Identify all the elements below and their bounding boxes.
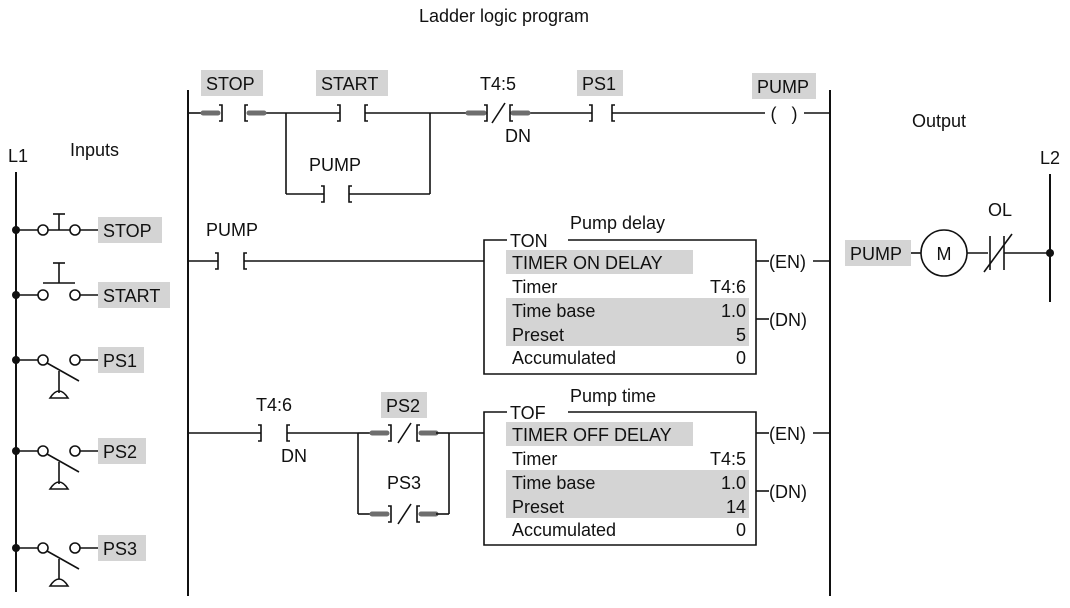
rung-2: PUMP Pump delay TON TIMER ON DELAY Timer… [188,213,830,375]
tof-preset-label: Preset [512,497,564,517]
input-ps3-label: PS3 [103,539,137,559]
rung1-pump-seal-branch: PUMP [285,113,431,203]
rung1-ps1-contact: PS1 [577,70,623,122]
tof-block-title: TIMER OFF DELAY [512,425,672,445]
overload-label: OL [988,200,1012,220]
ton-accumulated-value: 0 [736,348,746,368]
diagram-title: Ladder logic program [419,6,589,26]
rung1-t45-label: T4:5 [480,74,516,94]
ton-timer-label: Timer [512,277,557,297]
input-ps3: PS3 [12,535,146,587]
tof-preset-value: 14 [726,497,746,517]
output-circuit: PUMP M OL [845,200,1054,277]
ton-block-type: TON [510,231,548,251]
input-ps1: PS1 [12,347,144,399]
input-ps2: PS2 [12,438,146,490]
ton-preset-value: 5 [736,325,746,345]
rung2-pump-label: PUMP [206,220,258,240]
input-start: START [12,262,170,308]
rung1-ps1-label: PS1 [582,74,616,94]
rung3-t46-label: T4:6 [256,395,292,415]
rung1-coil-label: PUMP [757,77,809,97]
rung1-pump-seal-label: PUMP [309,155,361,175]
rung1-pump-coil: PUMP ( ) [752,73,816,124]
motor-label: M [937,244,952,264]
inputs-heading: Inputs [70,140,119,160]
ton-timebase-value: 1.0 [721,301,746,321]
input-stop-label: STOP [103,221,152,241]
ton-timer-value: T4:6 [710,277,746,297]
ton-block-title: TIMER ON DELAY [512,253,663,273]
rung2-pump-contact: PUMP [206,220,258,270]
ton-block: Pump delay TON TIMER ON DELAY Timer T4:6… [483,213,757,375]
input-ps2-label: PS2 [103,442,137,462]
rail-label-l2: L2 [1040,148,1060,168]
tof-dn-output: (DN) [769,482,807,502]
ton-en-output: (EN) [769,252,806,272]
tof-timebase-label: Time base [512,473,595,493]
tof-accumulated-label: Accumulated [512,520,616,540]
ton-timebase-label: Time base [512,301,595,321]
rung3-ps3-label: PS3 [387,473,421,493]
rung3-ps2-label: PS2 [386,396,420,416]
tof-timebase-value: 1.0 [721,473,746,493]
tof-block-type: TOF [510,403,546,423]
ton-preset-label: Preset [512,325,564,345]
rung3-ps3-contact: PS3 [358,473,449,525]
tof-timer-label: Timer [512,449,557,469]
tof-block-caption: Pump time [570,386,656,406]
rung-1: STOP START PUMP T4:5 [188,70,830,203]
tof-en-output: (EN) [769,424,806,444]
input-stop: STOP [12,213,162,243]
rung1-t45-contact: T4:5 DN [465,74,531,146]
tof-timer-value: T4:5 [710,449,746,469]
output-pump-label: PUMP [850,244,902,264]
rung1-stop-contact: STOP [200,70,267,122]
tof-accumulated-value: 0 [736,520,746,540]
ton-block-caption: Pump delay [570,213,665,233]
rung3-ps2-contact: PS2 [358,392,449,444]
rung1-coil-symbol: ( ) [771,104,798,124]
rail-label-l1: L1 [8,146,28,166]
rung1-t45-dn-label: DN [505,126,531,146]
rung1-start-contact: START [316,70,388,122]
rung3-t46-dn-label: DN [281,446,307,466]
output-heading: Output [912,111,966,131]
input-start-label: START [103,286,160,306]
ton-dn-output: (DN) [769,310,807,330]
ton-accumulated-label: Accumulated [512,348,616,368]
rung3-t46-contact: T4:6 DN [256,395,307,466]
rung1-stop-label: STOP [206,74,255,94]
tof-block: Pump time TOF TIMER OFF DELAY Timer T4:5… [483,386,757,546]
input-ps1-label: PS1 [103,351,137,371]
rung-3: T4:6 DN PS2 PS3 [188,386,830,546]
rung1-start-label: START [321,74,378,94]
